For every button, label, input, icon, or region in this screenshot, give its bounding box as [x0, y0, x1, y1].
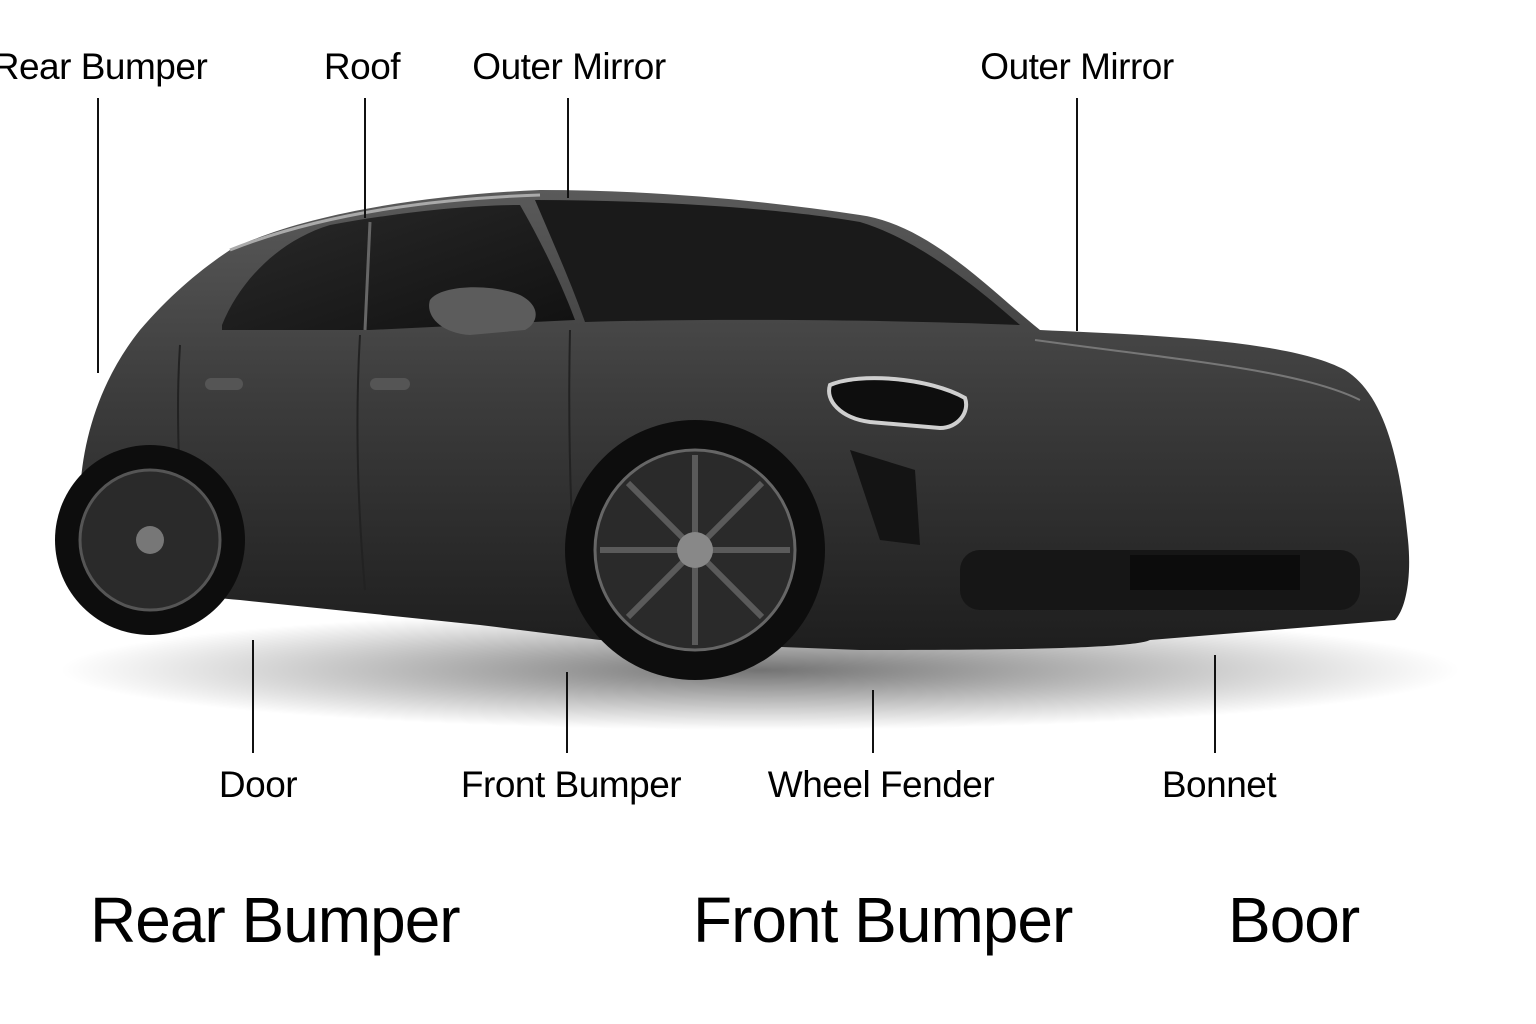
label-outer-mirror-right: Outer Mirror	[980, 46, 1174, 87]
windshield	[535, 200, 1020, 325]
footer-rear-bumper: Rear Bumper	[90, 884, 461, 956]
label-bonnet: Bonnet	[1161, 764, 1277, 805]
label-wheel-fender: Wheel Fender	[767, 764, 995, 805]
leader-roof	[364, 98, 366, 218]
leader-outer-mirror-right	[1076, 98, 1078, 331]
front-wheel	[565, 420, 825, 680]
leader-door	[252, 640, 254, 753]
outer-mirror-shape	[429, 287, 536, 335]
leader-bonnet	[1214, 655, 1216, 753]
leader-wheel-fender	[872, 690, 874, 753]
label-rear-bumper: Rear Bumper	[0, 46, 208, 87]
leader-front-bumper	[566, 672, 568, 753]
leader-outer-mirror-left	[567, 98, 569, 198]
footer-boor: Boor	[1228, 884, 1360, 956]
footer-front-bumper: Front Bumper	[693, 884, 1073, 956]
label-door: Door	[218, 764, 298, 805]
label-front-bumper: Front Bumper	[460, 764, 682, 805]
label-outer-mirror-left: Outer Mirror	[472, 46, 666, 87]
leader-rear-bumper	[97, 98, 99, 373]
headlight	[827, 376, 969, 431]
label-roof: Roof	[323, 46, 401, 87]
rear-wheel	[55, 445, 245, 635]
